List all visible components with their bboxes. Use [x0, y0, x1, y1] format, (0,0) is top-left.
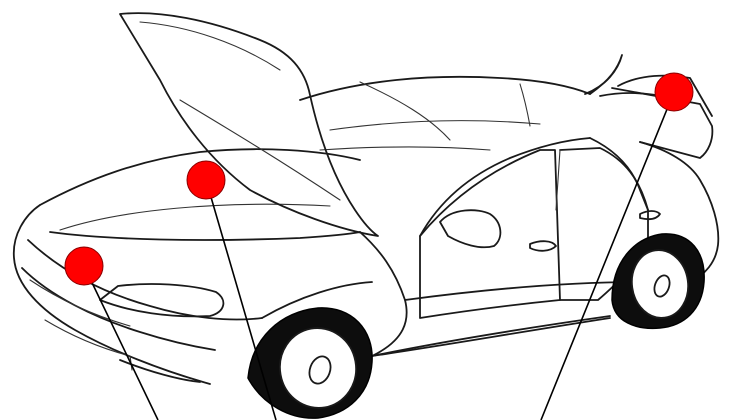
- front-wheel: [248, 308, 372, 418]
- open-hood: [120, 13, 378, 236]
- rear-wheel: [612, 234, 704, 328]
- leader-line-front: [84, 266, 158, 420]
- headlight: [100, 284, 223, 316]
- door-handle-front: [530, 241, 556, 251]
- side-mirror: [440, 210, 500, 247]
- front-bumper-marker[interactable]: [65, 247, 103, 285]
- leader-line-engine: [206, 180, 276, 420]
- hood-panel: [120, 13, 378, 236]
- door-handle-rear: [640, 211, 660, 219]
- callout-lines: [84, 92, 674, 420]
- trunk-marker[interactable]: [655, 73, 693, 111]
- engine-bay-marker[interactable]: [187, 161, 225, 199]
- front-door: [420, 150, 560, 318]
